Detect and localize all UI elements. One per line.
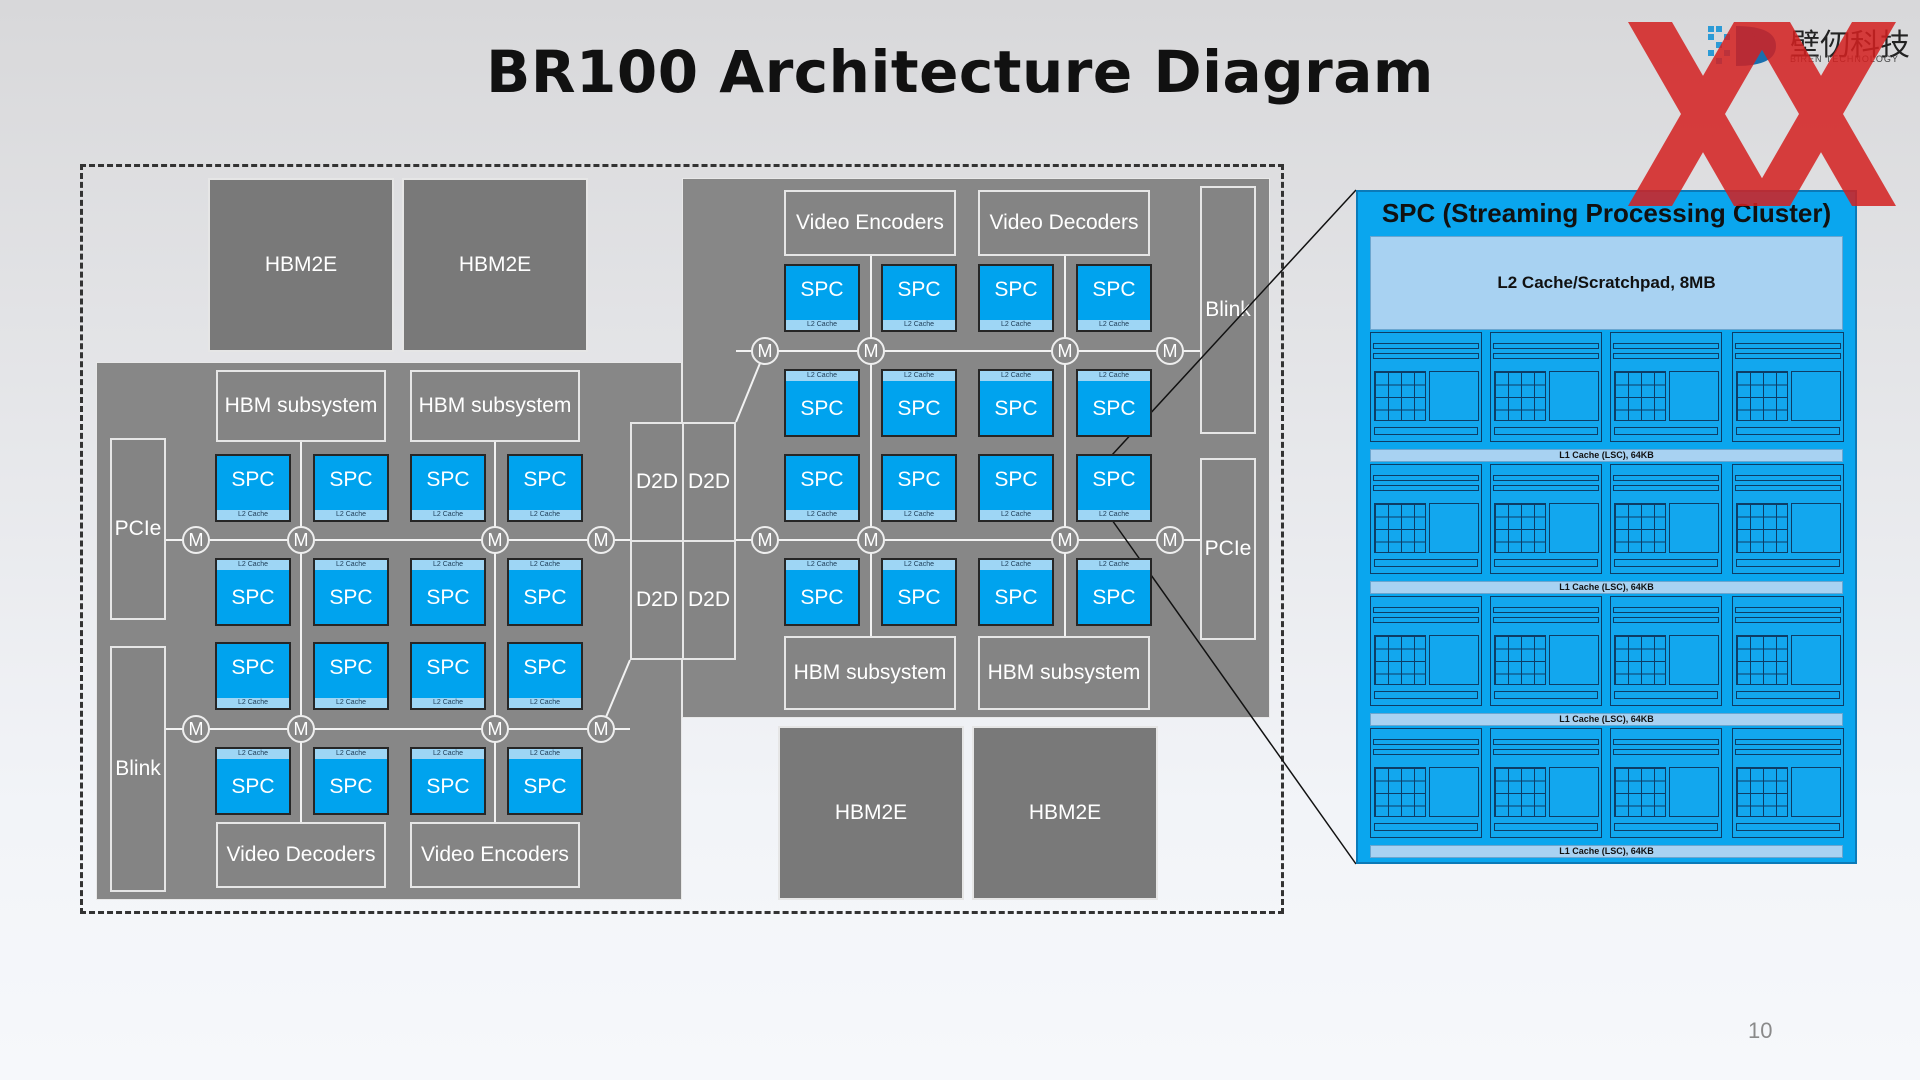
execution-unit xyxy=(1370,464,1482,574)
right-die xyxy=(682,178,1270,718)
l1-cache-bar: L1 Cache (LSC), 64KB xyxy=(1370,449,1843,462)
mesh-node: M xyxy=(481,715,509,743)
video-decoders: Video Decoders xyxy=(216,822,386,888)
execution-unit xyxy=(1610,596,1722,706)
execution-unit xyxy=(1610,728,1722,838)
page-title: BR100 Architecture Diagram xyxy=(486,38,1434,106)
execution-unit xyxy=(1732,596,1844,706)
mesh-node: M xyxy=(182,526,210,554)
l2-scratchpad: L2 Cache/Scratchpad, 8MB xyxy=(1370,236,1843,330)
hbm-subsystem: HBM subsystem xyxy=(784,636,956,710)
d2d-link: D2D xyxy=(682,422,736,542)
pcie-block: PCIe xyxy=(1200,458,1256,640)
execution-unit xyxy=(1610,464,1722,574)
mesh-node: M xyxy=(751,526,779,554)
blink-block: Blink xyxy=(110,646,166,892)
execution-unit xyxy=(1732,728,1844,838)
execution-unit xyxy=(1370,728,1482,838)
hbm-subsystem: HBM subsystem xyxy=(216,370,386,442)
mesh-node: M xyxy=(1156,337,1184,365)
execution-unit xyxy=(1732,332,1844,442)
execution-unit xyxy=(1370,596,1482,706)
execution-unit xyxy=(1370,332,1482,442)
mesh-node: M xyxy=(481,526,509,554)
execution-unit xyxy=(1490,464,1602,574)
mesh-node: M xyxy=(587,526,615,554)
video-decoders: Video Decoders xyxy=(978,190,1150,256)
mesh-node: M xyxy=(857,526,885,554)
d2d-link: D2D xyxy=(682,540,736,660)
hbm2e-stack: HBM2E xyxy=(208,178,394,352)
blink-block: Blink xyxy=(1200,186,1256,434)
mesh-node: M xyxy=(182,715,210,743)
d2d-link: D2D xyxy=(630,540,684,660)
execution-unit xyxy=(1610,332,1722,442)
hbm-subsystem: HBM subsystem xyxy=(978,636,1150,710)
mesh-node: M xyxy=(287,526,315,554)
mesh-node: M xyxy=(287,715,315,743)
left-die xyxy=(96,362,682,900)
mesh-node: M xyxy=(1051,337,1079,365)
xx-watermark-icon xyxy=(1628,22,1896,206)
mesh-node: M xyxy=(857,337,885,365)
video-encoders: Video Encoders xyxy=(410,822,580,888)
d2d-link: D2D xyxy=(630,422,684,542)
l1-cache-bar: L1 Cache (LSC), 64KB xyxy=(1370,845,1843,858)
execution-unit xyxy=(1490,332,1602,442)
mesh-node: M xyxy=(587,715,615,743)
hbm-subsystem: HBM subsystem xyxy=(410,370,580,442)
spc-detail-panel: SPC (Streaming Processing Cluster) L2 Ca… xyxy=(1356,190,1857,864)
l1-cache-bar: L1 Cache (LSC), 64KB xyxy=(1370,713,1843,726)
execution-unit xyxy=(1490,596,1602,706)
l1-cache-bar: L1 Cache (LSC), 64KB xyxy=(1370,581,1843,594)
execution-unit xyxy=(1732,464,1844,574)
mesh-node: M xyxy=(751,337,779,365)
execution-unit xyxy=(1490,728,1602,838)
hbm2e-stack: HBM2E xyxy=(778,726,964,900)
pcie-block: PCIe xyxy=(110,438,166,620)
hbm2e-stack: HBM2E xyxy=(402,178,588,352)
mesh-node: M xyxy=(1156,526,1184,554)
mesh-node: M xyxy=(1051,526,1079,554)
video-encoders: Video Encoders xyxy=(784,190,956,256)
hbm2e-stack: HBM2E xyxy=(972,726,1158,900)
page-number: 10 xyxy=(1748,1018,1773,1043)
